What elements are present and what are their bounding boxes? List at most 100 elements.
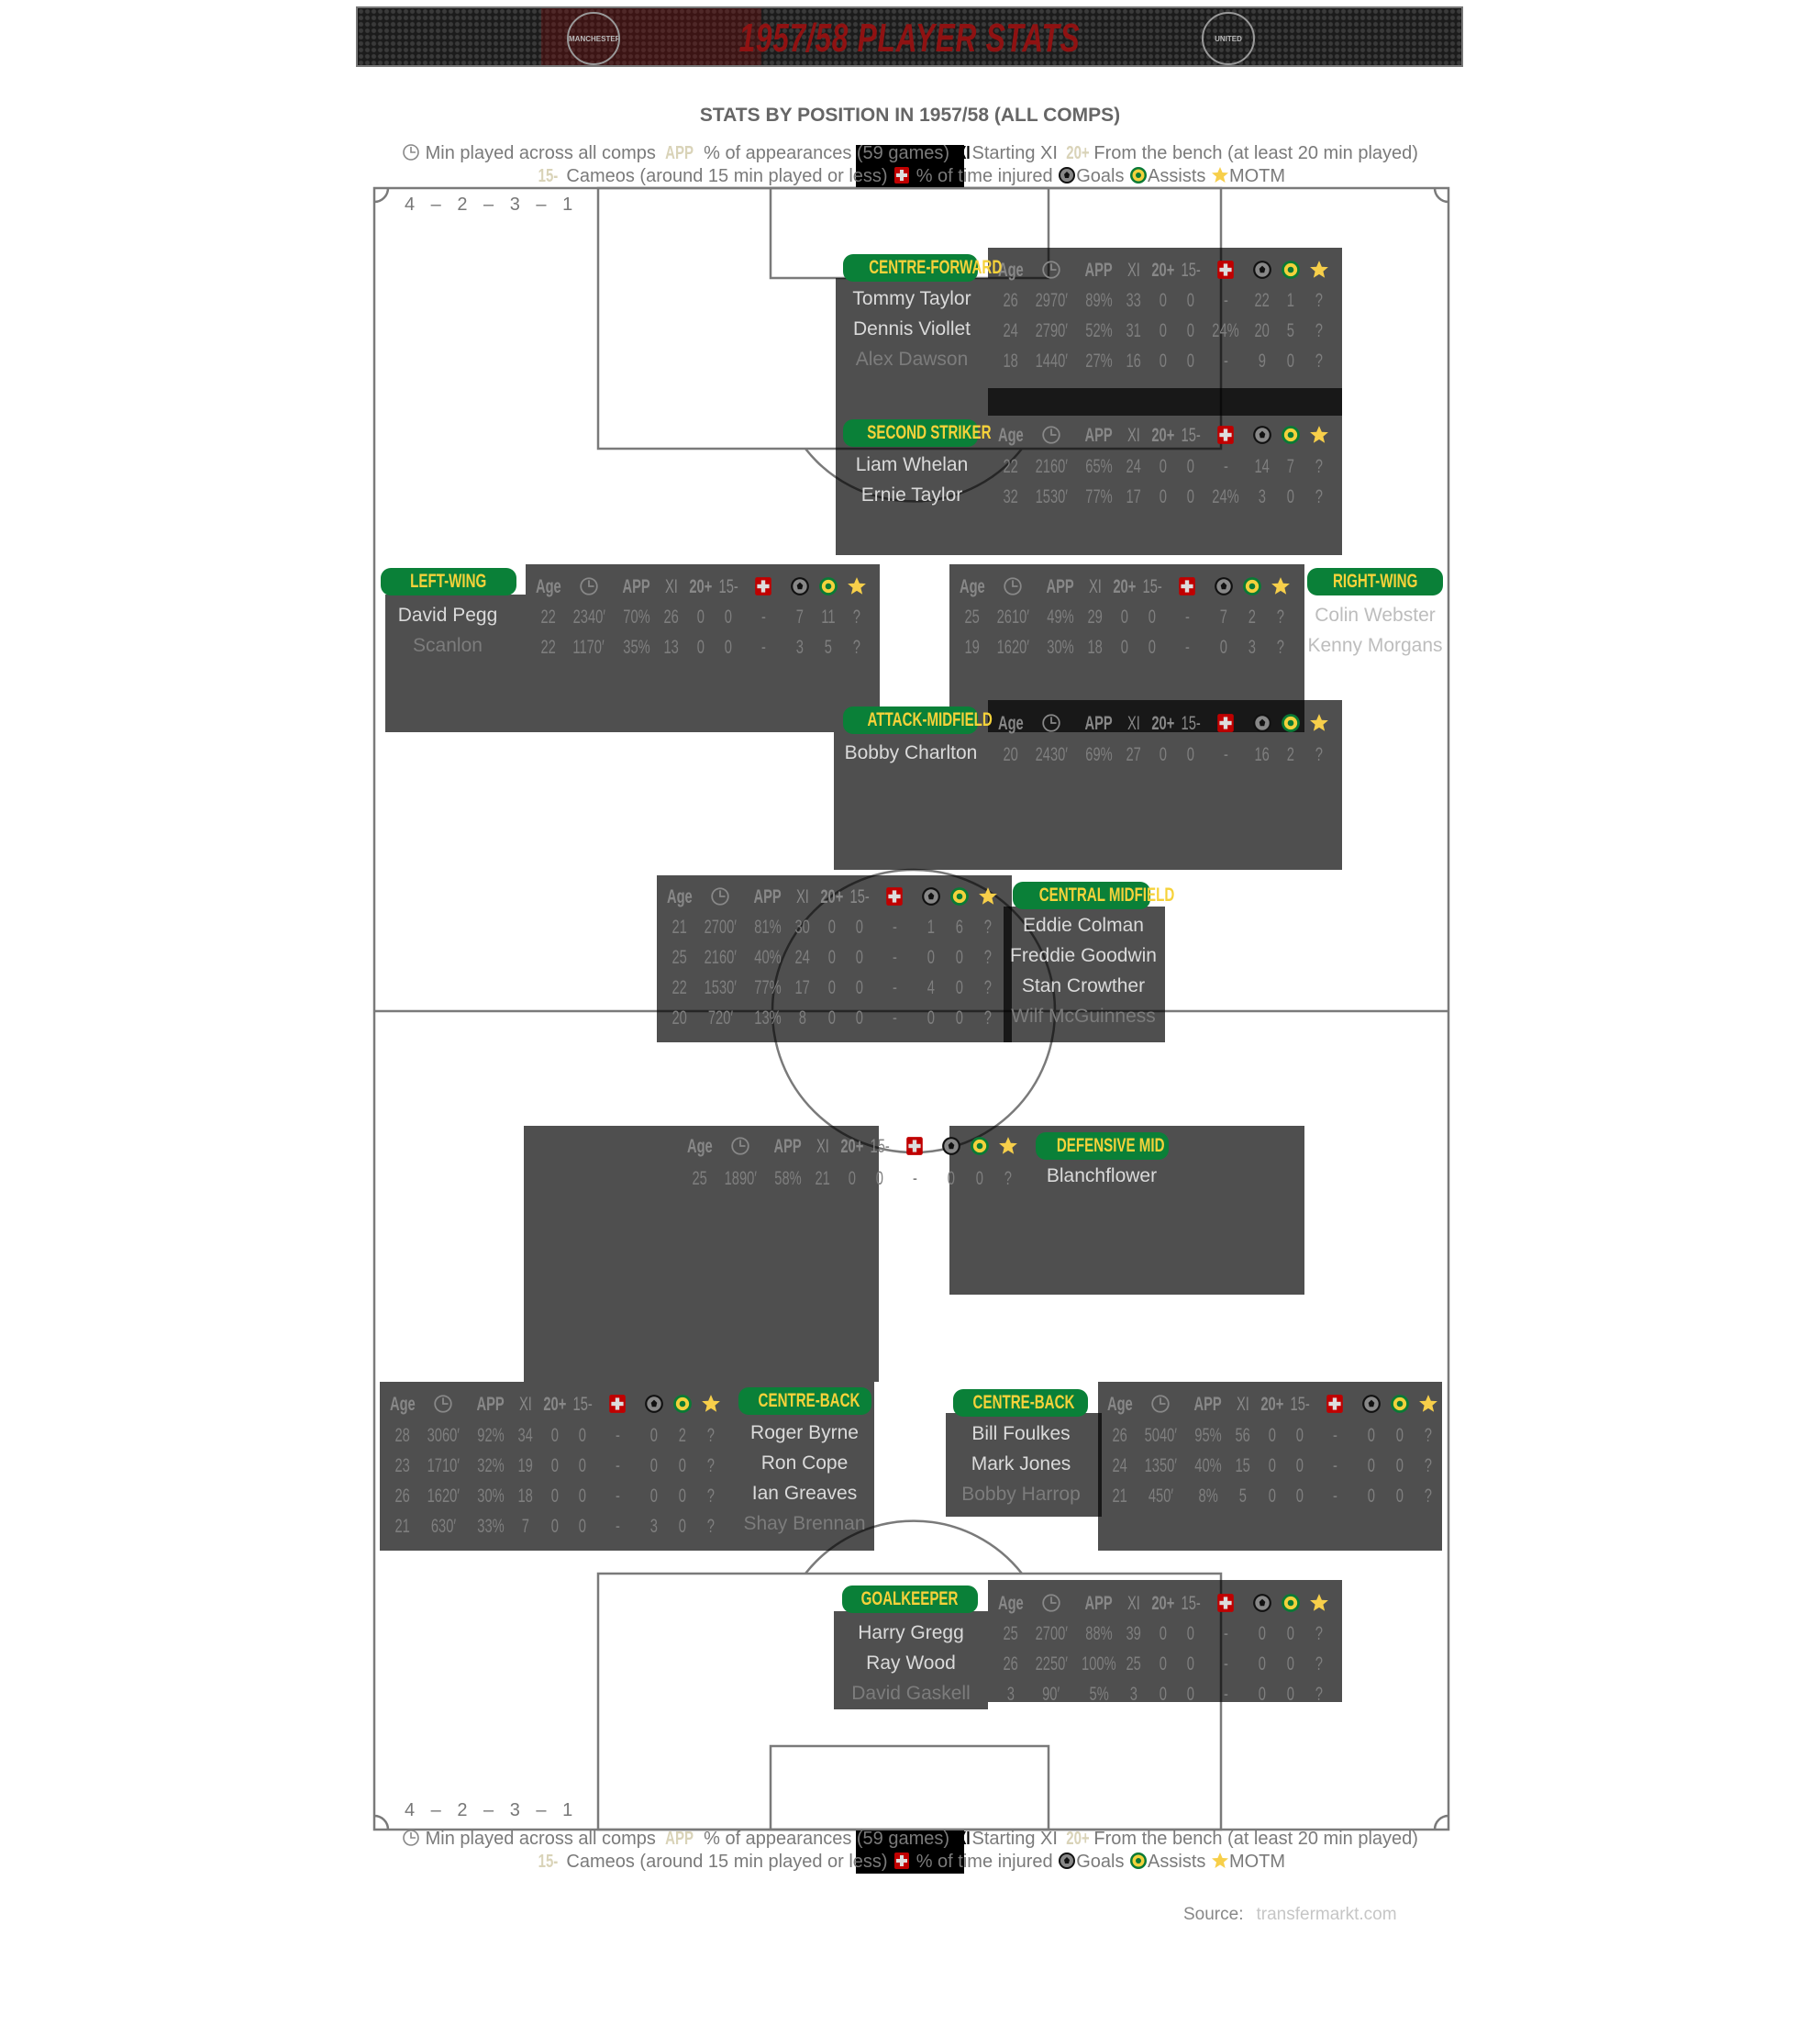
stat-value: 30 <box>794 917 811 938</box>
stat-motm: ? <box>829 636 884 660</box>
cb-right-names-panel <box>946 1413 1102 1517</box>
injury-cross-icon <box>867 885 922 909</box>
stat-value: 30% <box>477 1485 505 1507</box>
position-label-am: ATTACK-MIDFIELD <box>843 707 993 734</box>
player-name: Ray Wood <box>866 1652 956 1674</box>
stat-motm: ? <box>1253 636 1308 660</box>
column-header-text: 15- <box>718 576 738 597</box>
stat-assists: 1 <box>1263 289 1318 313</box>
stat-value: 25 <box>964 606 981 628</box>
column-header-bench20: 20+ <box>1136 712 1191 736</box>
stat-app: 58% <box>760 1167 816 1191</box>
stat-minutes: 2610′ <box>985 606 1040 629</box>
stat-age: 22 <box>521 636 576 660</box>
stat-value: 0 <box>1120 606 1129 628</box>
assist-ball-icon <box>1225 575 1280 599</box>
stat-assists: 0 <box>655 1485 710 1508</box>
stat-age: 3 <box>983 1683 1038 1707</box>
cm-names-panel <box>1004 907 1165 1042</box>
assist-ball-icon <box>1263 259 1318 283</box>
stat-assists: 0 <box>1372 1485 1427 1508</box>
stat-goals: 0 <box>627 1424 682 1448</box>
player-name: Scanlon <box>413 635 483 656</box>
stat-value: 1170′ <box>572 637 605 658</box>
stat-value: 0 <box>1186 1623 1195 1644</box>
stat-xi: 21 <box>795 1167 850 1191</box>
clock-icon <box>416 1393 471 1417</box>
player-name: Blanchflower <box>1046 1165 1158 1186</box>
stat-value: 35% <box>623 637 650 658</box>
stat-goals: 1 <box>904 916 959 940</box>
column-header-text: APP <box>1084 425 1114 446</box>
injury-cross-icon <box>887 1135 942 1159</box>
stat-value: 0 <box>1258 1653 1267 1675</box>
stat-value: 0 <box>696 606 705 628</box>
column-header-text: 15- <box>1181 260 1201 281</box>
football-icon <box>904 885 959 909</box>
column-header-text: Age <box>390 1394 416 1415</box>
column-header-cameo15: 15- <box>832 885 887 909</box>
stat-value: 26 <box>663 606 680 628</box>
stat-value: ? <box>706 1516 716 1537</box>
stat-minutes: 450′ <box>1133 1485 1188 1508</box>
stat-value: 2 <box>1286 744 1295 765</box>
column-header-app: APP <box>609 575 664 599</box>
player-name: Tommy Taylor <box>852 288 971 309</box>
stat-value: - <box>892 1007 897 1029</box>
stat-xi: 56 <box>1215 1424 1271 1448</box>
stat-value: ? <box>706 1425 716 1446</box>
stat-value: 22 <box>1003 456 1019 477</box>
stat-value: 39 <box>1126 1623 1142 1644</box>
stat-assists: 0 <box>655 1454 710 1478</box>
stat-value: 1890′ <box>724 1168 757 1189</box>
stat-value: 20 <box>1254 320 1271 341</box>
am-names-panel <box>834 732 988 870</box>
injury-cross-icon <box>1198 259 1253 283</box>
stat-value: 24 <box>1126 456 1142 477</box>
formation-label-top: 4 – 2 – 3 – 1 <box>405 195 579 215</box>
stat-value: 25 <box>1126 1653 1142 1675</box>
stat-value: 19 <box>964 637 981 658</box>
stat-value: 2700′ <box>704 917 737 938</box>
stat-value: 0 <box>1120 637 1129 658</box>
column-header-age: Age <box>672 1135 727 1159</box>
stat-value: 23 <box>394 1455 411 1476</box>
stat-value: 26 <box>1003 1653 1019 1675</box>
position-label-text: CENTRE-FORWARD <box>869 257 1003 278</box>
player-name: Wilf McGuinness <box>1011 1006 1156 1027</box>
source-link[interactable]: transfermarkt.com <box>1256 1905 1397 1924</box>
stat-bench20: 0 <box>673 636 728 660</box>
stat-value: 0 <box>1395 1455 1404 1476</box>
player-name: David Pegg <box>397 605 498 626</box>
legend-xi: Starting XI <box>971 143 1058 163</box>
stat-minutes: 2430′ <box>1024 743 1079 767</box>
stat-value: 0 <box>1148 637 1157 658</box>
assist-ball-icon <box>1263 424 1318 448</box>
column-header-text: XI <box>796 886 809 907</box>
stat-value: 0 <box>1159 486 1168 507</box>
stat-age: 19 <box>945 636 1000 660</box>
stat-age: 23 <box>375 1454 430 1478</box>
stat-value: 30% <box>1047 637 1074 658</box>
stat-injured: - <box>887 1167 942 1191</box>
stat-value: 0 <box>1295 1485 1304 1507</box>
stat-injured: - <box>590 1454 645 1478</box>
position-label-text: RIGHT-WING <box>1332 571 1418 592</box>
stat-value: 0 <box>1186 290 1195 311</box>
stat-value: 3 <box>649 1516 659 1537</box>
stat-value: 33 <box>1126 290 1142 311</box>
bottom-six-yard-box <box>769 1744 1050 1831</box>
stat-value: 0 <box>855 977 864 998</box>
column-header-text: 15- <box>1181 713 1201 734</box>
stat-age: 26 <box>983 289 1038 313</box>
football-icon <box>1235 1592 1290 1616</box>
legend-cameo: Cameos (around 15 min played or less) <box>566 166 888 186</box>
stat-app: 8% <box>1181 1485 1236 1508</box>
stat-value: ? <box>983 977 993 998</box>
stat-app: 100% <box>1071 1652 1126 1676</box>
column-header-age: Age <box>521 575 576 599</box>
stat-bench20: 0 <box>527 1454 583 1478</box>
stat-value: 3 <box>1248 637 1257 658</box>
stat-value: 11 <box>821 606 836 628</box>
stat-value: 22 <box>671 977 688 998</box>
